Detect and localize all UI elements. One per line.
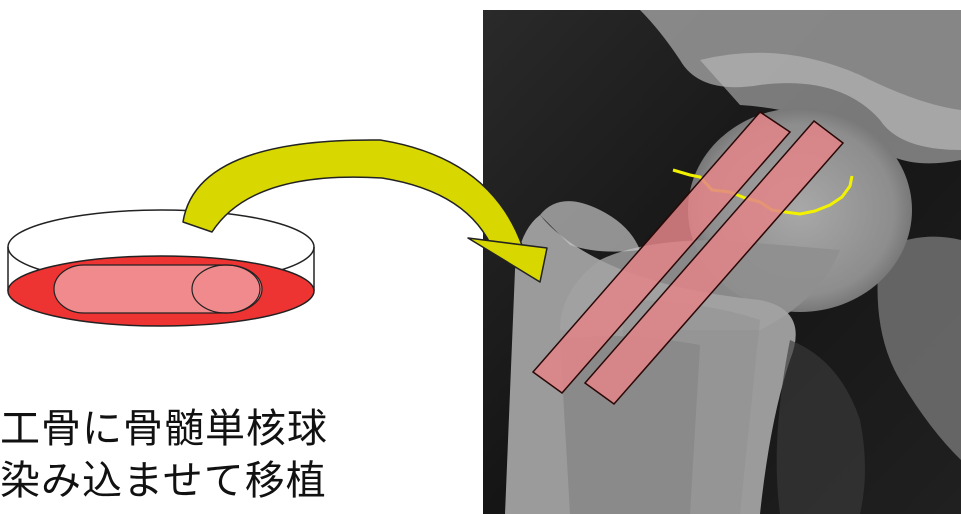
bone-graft-block <box>54 265 262 313</box>
caption-line-1: 工骨に骨髄単核球 <box>0 406 470 452</box>
petri-dish-icon <box>8 210 314 326</box>
caption-line-2: 染み込ませて移植 <box>0 458 470 504</box>
